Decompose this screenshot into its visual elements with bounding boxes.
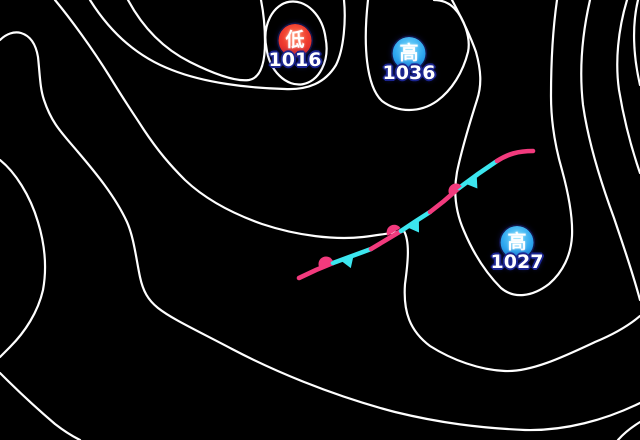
low-pressure-glyph: 低 (285, 29, 305, 51)
high-pressure-glyph: 高 (399, 42, 419, 64)
high-pressure-circle: 高 (500, 226, 534, 259)
isobar-line (0, 371, 82, 440)
isobar-line (580, 0, 640, 302)
warm-front-semicircle-icon (318, 256, 333, 267)
isobar-line (0, 31, 640, 432)
stationary-front-warm-segment (368, 228, 404, 252)
isobar-line (616, 420, 640, 440)
high-pressure-marker-1027: 高 1027 (490, 226, 544, 273)
isobar-line (126, 0, 267, 82)
cold-front-triangle-icon (340, 255, 354, 269)
high-pressure-value: 1036 (382, 62, 436, 84)
isobar-line (632, 0, 640, 87)
low-pressure-value: 1016 (268, 49, 322, 71)
high-pressure-glyph: 高 (507, 231, 527, 253)
stationary-front-cold-segment (456, 158, 500, 191)
high-pressure-marker-1036: 高 1036 (382, 37, 436, 84)
isobar-line-low-ellipse (264, 0, 328, 86)
cold-front-triangle-icon (465, 175, 478, 189)
high-pressure-circle: 高 (392, 37, 426, 70)
stationary-front-warm-segment (494, 148, 536, 164)
stationary-front (296, 148, 536, 281)
isobar-line-high-1036-loop (364, 0, 470, 112)
isobar-line (0, 158, 47, 359)
warm-front-semicircle-icon (386, 224, 401, 236)
low-pressure-marker: 低 1016 (268, 24, 322, 71)
high-pressure-value: 1027 (490, 251, 544, 273)
cold-front-triangle-icon (407, 219, 419, 233)
stationary-front-warm-segment (296, 260, 336, 281)
low-pressure-circle: 低 (278, 24, 312, 57)
warm-front-semicircle-icon (448, 183, 462, 196)
isobar-line-high-1027-ring (450, 0, 574, 297)
isobar-line (53, 0, 640, 373)
isobar-line (616, 0, 640, 175)
isobar-line (88, 0, 346, 91)
stationary-front-cold-segment (398, 209, 433, 234)
